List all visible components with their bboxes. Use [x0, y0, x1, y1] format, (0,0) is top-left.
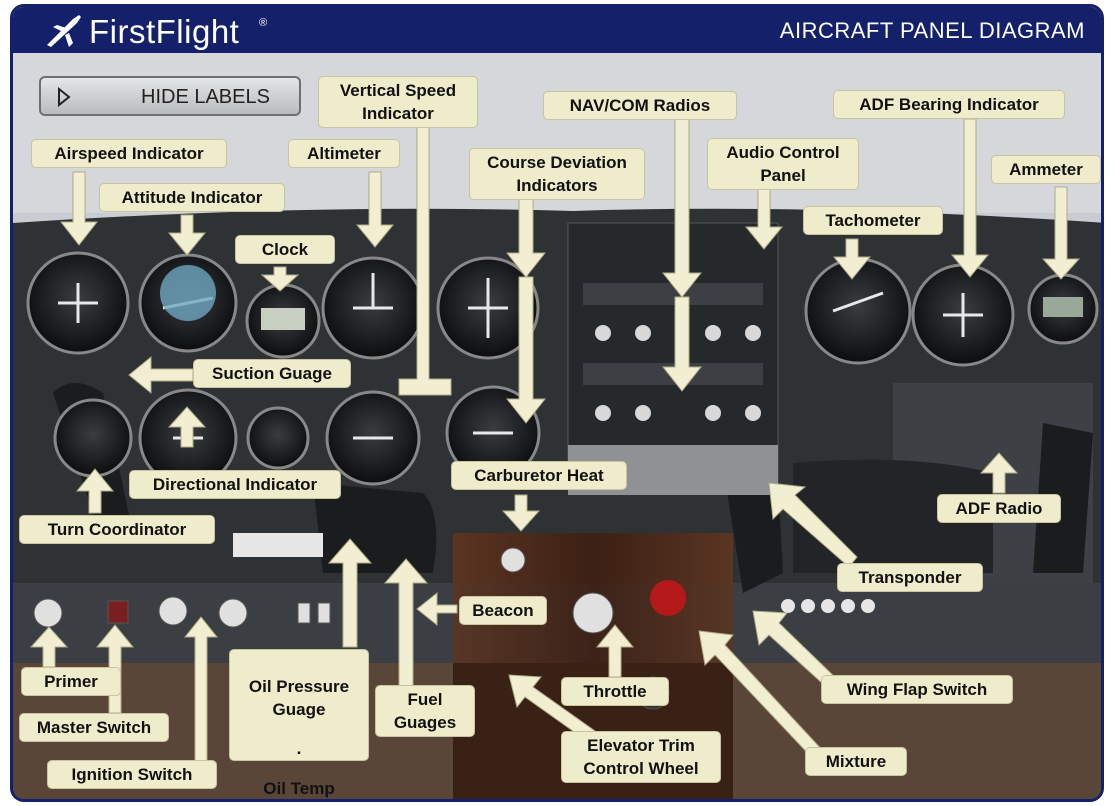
arrow-mixture	[698, 630, 826, 764]
airplane-logo-icon	[47, 15, 81, 47]
label-clock[interactable]: Clock	[235, 235, 335, 264]
label-ignition-switch[interactable]: Ignition Switch	[47, 760, 217, 789]
oil-temp-text: Oil Temp Guage	[263, 779, 335, 798]
label-adf-radio[interactable]: ADF Radio	[937, 494, 1061, 523]
arrow-turn	[75, 468, 115, 514]
label-nav-com-radios[interactable]: NAV/COM Radios	[543, 91, 737, 120]
header-bar: FirstFlight ® AIRCRAFT PANEL DIAGRAM	[13, 7, 1101, 53]
label-tachometer[interactable]: Tachometer	[803, 206, 943, 235]
arrow-tach	[832, 238, 872, 280]
oil-pressure-text: Oil Pressure Guage	[248, 677, 350, 719]
label-adf-bearing-indicator[interactable]: ADF Bearing Indicator	[833, 90, 1065, 119]
label-vertical-speed-indicator[interactable]: Vertical Speed Indicator	[318, 76, 478, 128]
label-attitude-indicator[interactable]: Attitude Indicator	[99, 183, 285, 212]
oil-separator-text: .	[296, 739, 302, 758]
label-elevator-trim-control-wheel[interactable]: Elevator Trim Control Wheel	[561, 731, 721, 783]
arrow-suction	[128, 355, 194, 395]
arrow-ignition	[183, 616, 219, 768]
label-audio-control-panel[interactable]: Audio Control Panel	[707, 138, 859, 190]
arrow-fuel	[383, 558, 429, 688]
label-master-switch[interactable]: Master Switch	[19, 713, 169, 742]
arrow-airspeed	[59, 171, 99, 246]
diagram-frame: FirstFlight ® AIRCRAFT PANEL DIAGRAM	[10, 4, 1104, 802]
arrow-throttle	[595, 624, 635, 678]
hide-labels-button[interactable]: HIDE LABELS	[39, 76, 301, 116]
arrow-cdi-2	[505, 276, 547, 424]
label-ammeter[interactable]: Ammeter	[991, 155, 1101, 184]
arrow-beacon	[416, 591, 458, 627]
brand-name: FirstFlight	[89, 13, 240, 50]
label-oil-guages[interactable]: Oil Pressure Guage . Oil Temp Guage	[229, 649, 369, 798]
arrow-trim	[508, 674, 596, 742]
label-airspeed-indicator[interactable]: Airspeed Indicator	[31, 139, 227, 168]
label-carburetor-heat[interactable]: Carburetor Heat	[451, 461, 627, 490]
label-mixture[interactable]: Mixture	[805, 747, 907, 776]
arrow-carb	[501, 494, 541, 532]
pointer-arrows	[29, 118, 1081, 768]
arrow-clock	[260, 266, 300, 292]
label-transponder[interactable]: Transponder	[837, 563, 983, 592]
label-suction-guage[interactable]: Suction Guage	[193, 359, 351, 388]
registered-mark: ®	[259, 17, 268, 29]
arrow-navcom-2	[661, 296, 703, 392]
label-wing-flap-switch[interactable]: Wing Flap Switch	[821, 675, 1013, 704]
label-throttle[interactable]: Throttle	[561, 677, 669, 706]
play-triangle-icon	[58, 87, 71, 107]
arrow-directional	[167, 406, 207, 448]
hide-labels-label: HIDE LABELS	[141, 86, 270, 108]
arrow-altimeter	[355, 171, 395, 248]
arrow-adf-bearing	[950, 118, 990, 278]
label-altimeter[interactable]: Altimeter	[288, 139, 400, 168]
arrow-vsi	[398, 126, 452, 396]
arrow-flap	[752, 610, 842, 694]
arrow-cdi-1	[505, 196, 547, 278]
arrow-navcom-1	[661, 118, 703, 298]
label-fuel-guages[interactable]: Fuel Guages	[375, 685, 475, 737]
arrow-primer	[29, 626, 69, 668]
arrow-transponder	[768, 482, 858, 568]
label-directional-indicator[interactable]: Directional Indicator	[129, 470, 341, 499]
arrow-attitude	[167, 214, 207, 256]
label-primer[interactable]: Primer	[21, 667, 121, 696]
label-course-deviation-indicators[interactable]: Course Deviation Indicators	[469, 148, 645, 200]
label-beacon[interactable]: Beacon	[459, 596, 547, 625]
arrow-audio	[744, 184, 784, 250]
label-turn-coordinator[interactable]: Turn Coordinator	[19, 515, 215, 544]
arrow-ammeter	[1041, 186, 1081, 280]
arrow-oil	[327, 538, 373, 648]
page-title: AIRCRAFT PANEL DIAGRAM	[779, 18, 1085, 43]
arrow-adf-radio	[979, 452, 1019, 494]
